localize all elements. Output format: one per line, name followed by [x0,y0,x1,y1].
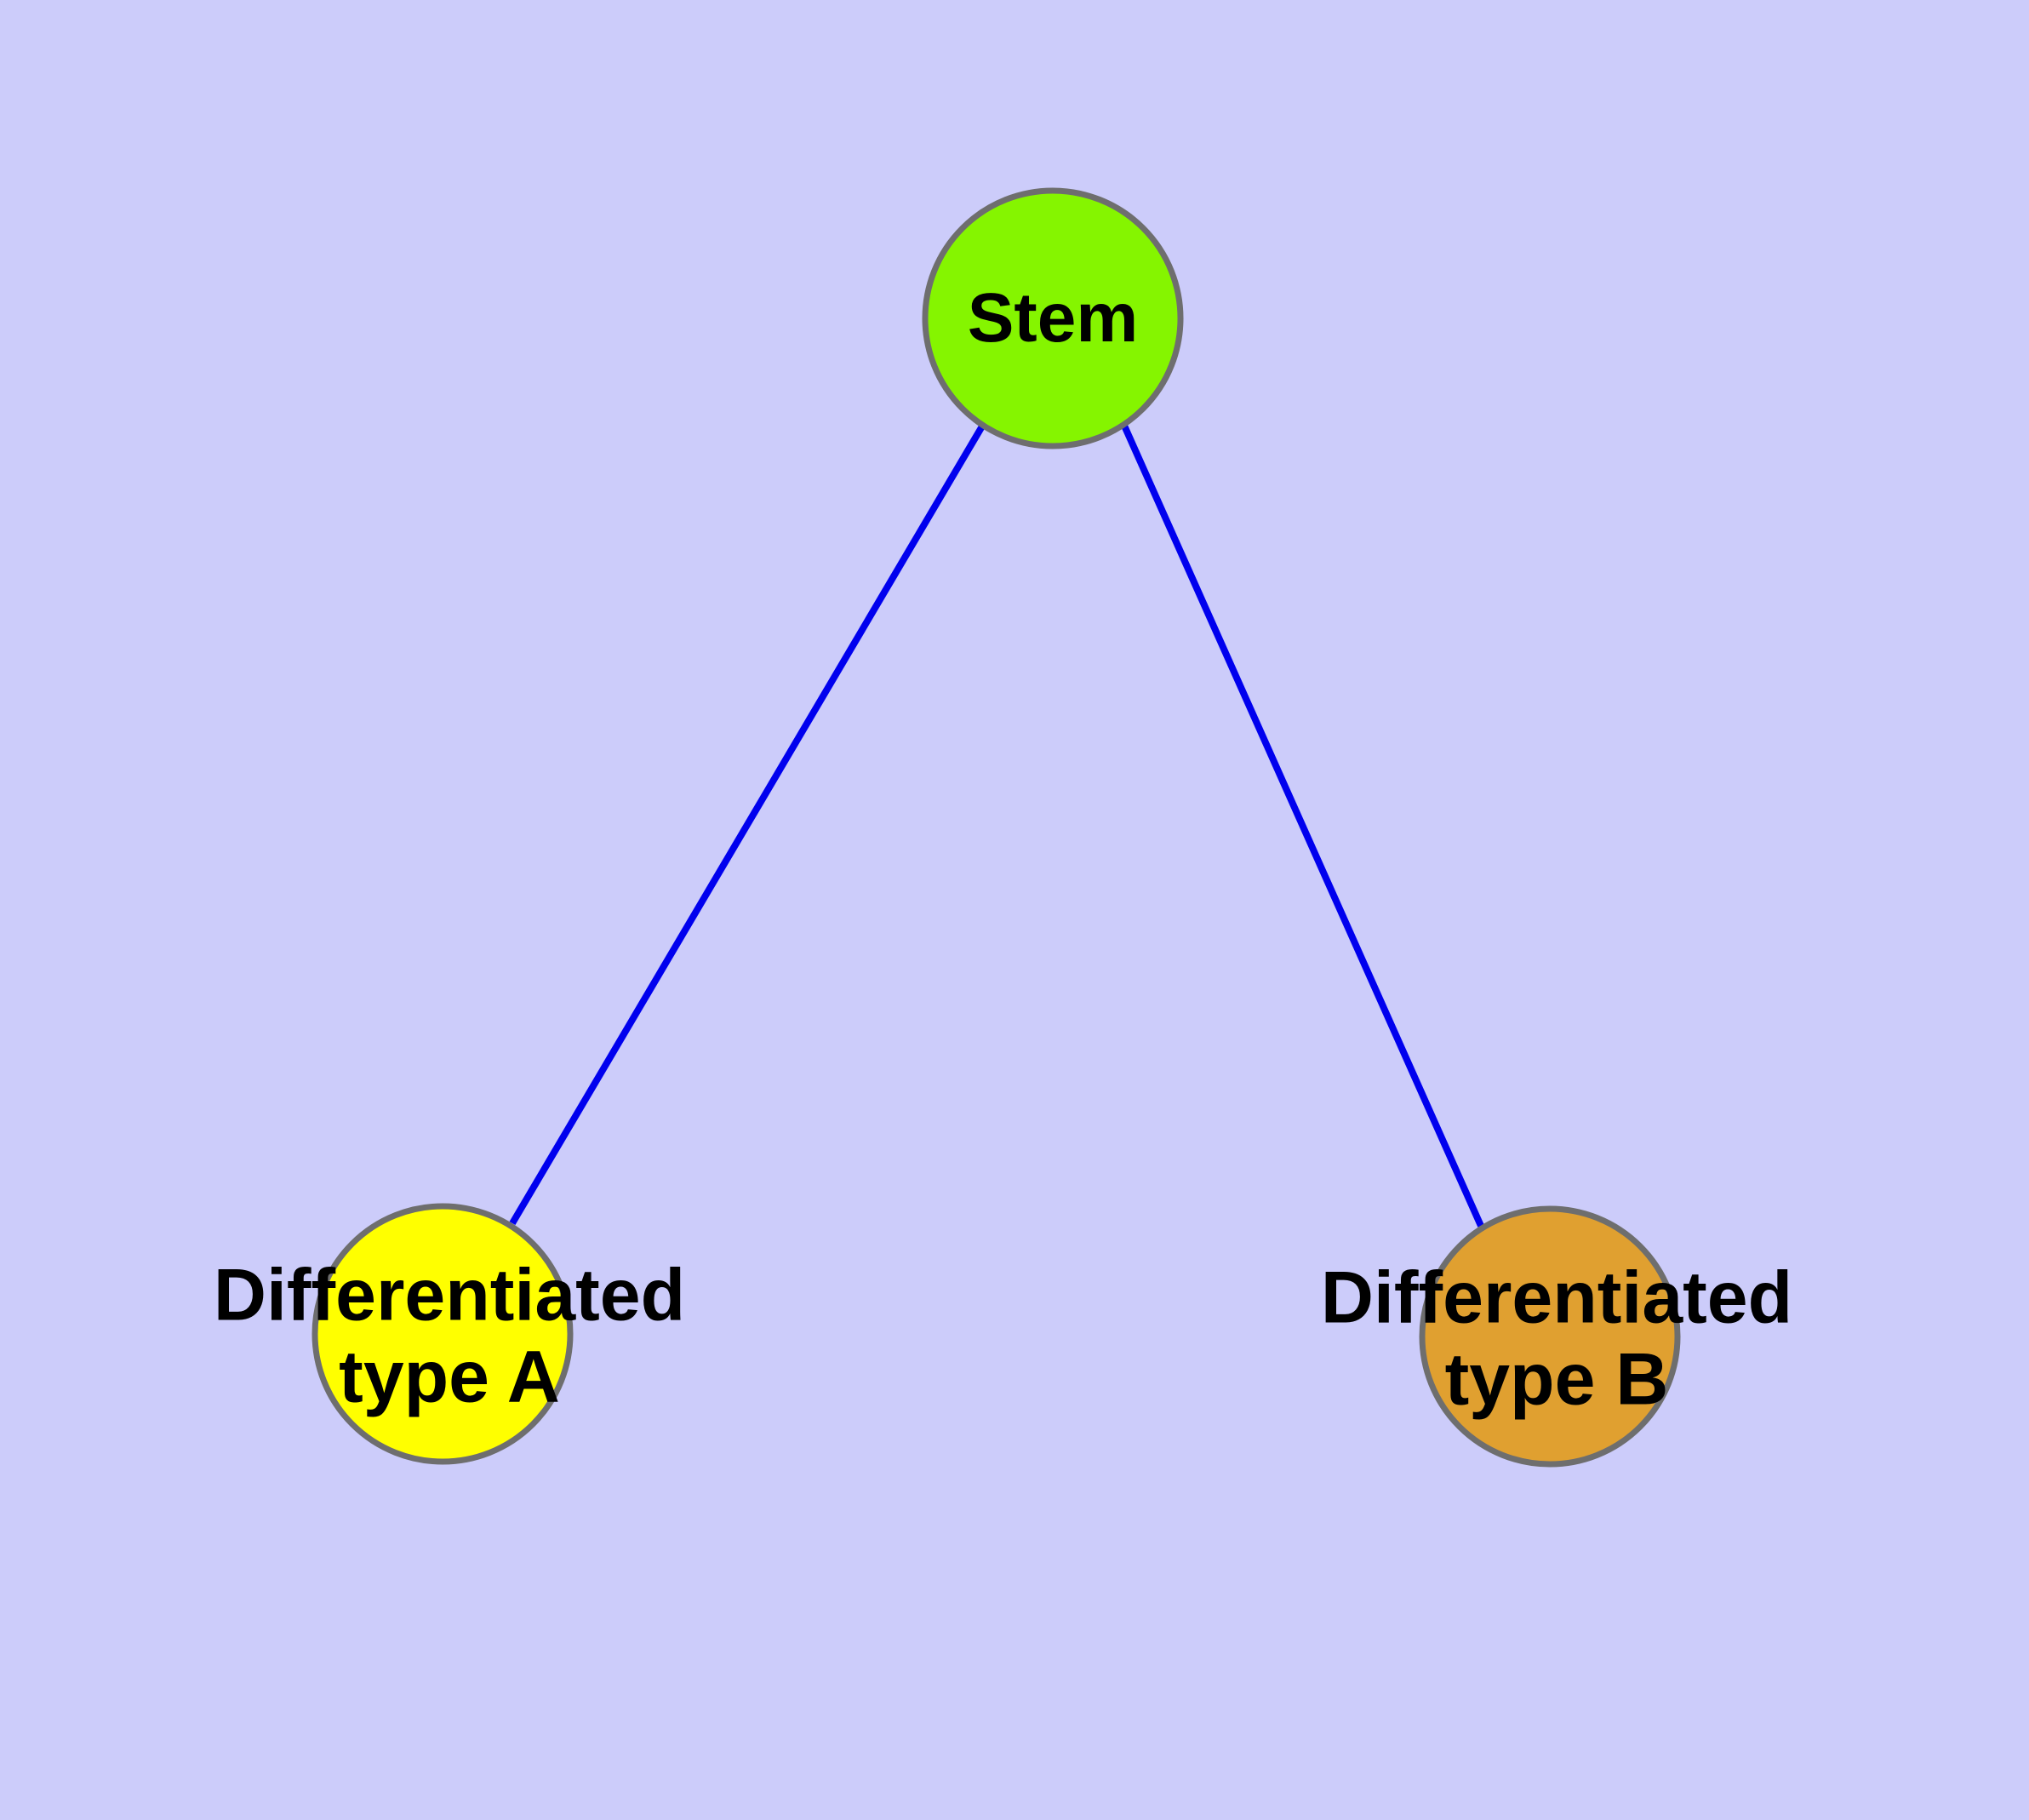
node-differentiated-type-b[interactable] [1419,1205,1681,1468]
node-stem[interactable] [922,187,1184,449]
edge-stem-to-diff-b [1121,424,1484,1228]
edge-layer [509,422,1484,1228]
node-layer [311,187,1681,1468]
node-differentiated-type-a[interactable] [311,1203,574,1465]
edge-stem-to-diff-a [509,422,986,1226]
